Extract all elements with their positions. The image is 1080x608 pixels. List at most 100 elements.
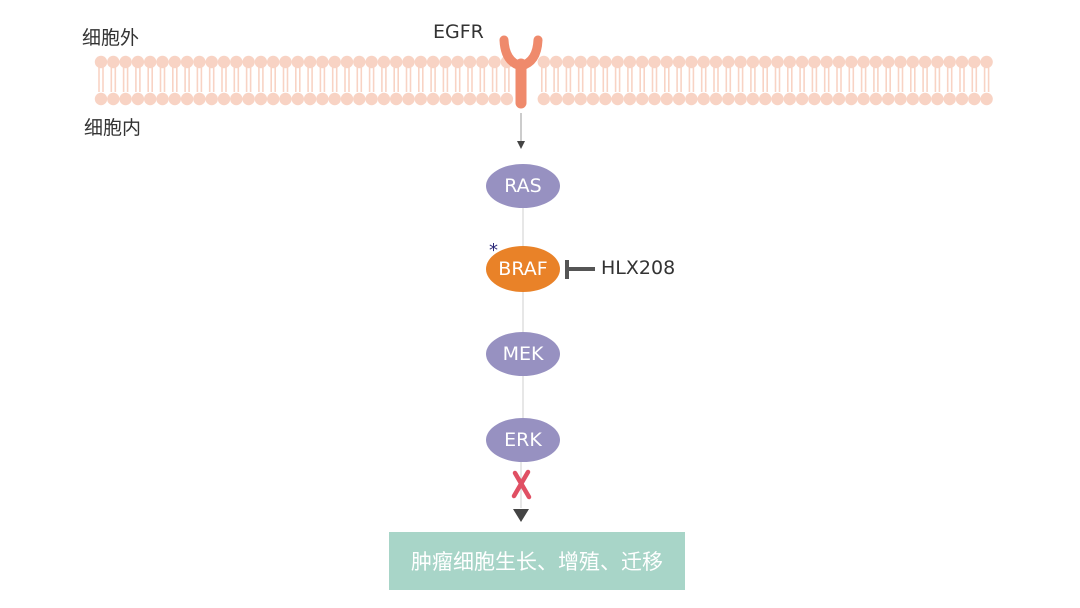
mek-label: MEK	[502, 343, 544, 365]
lipid-head	[599, 92, 612, 106]
lipid-head	[168, 92, 181, 106]
lipid-head	[156, 92, 169, 106]
lipid-head	[783, 55, 796, 69]
lipid-head	[623, 92, 637, 106]
inhibition-mark	[565, 260, 595, 279]
lipid-head	[414, 55, 427, 69]
lipid-head	[365, 92, 378, 106]
lipid-head	[316, 55, 329, 69]
lipid-head	[291, 55, 304, 69]
lipid-head	[119, 55, 132, 69]
lipid-head	[463, 92, 477, 106]
lipid-head	[869, 55, 883, 69]
lipid-head	[340, 92, 354, 106]
egfr-label: EGFR	[433, 21, 484, 43]
lipid-head	[623, 55, 637, 69]
lipid-head	[340, 55, 354, 69]
lipid-head	[611, 55, 624, 69]
lipid-head	[636, 92, 649, 106]
lipid-head	[869, 92, 883, 106]
lipid-head	[488, 55, 501, 69]
lipid-head	[439, 92, 452, 106]
lipid-head	[180, 92, 194, 106]
lipid-head	[217, 92, 231, 106]
lipid-head	[291, 92, 304, 106]
lipid-head	[980, 55, 993, 69]
lipid-head	[537, 55, 550, 69]
lipid-head	[648, 55, 661, 69]
lipid-head	[390, 92, 403, 106]
lipid-head	[955, 92, 969, 106]
pathway-connectors	[513, 113, 529, 522]
braf-node: BRAF	[486, 246, 560, 292]
lipid-head	[820, 92, 833, 106]
lipid-head	[771, 92, 784, 106]
lipid-head	[476, 55, 489, 69]
lipid-head	[402, 92, 415, 106]
intracellular-label: 细胞内	[84, 117, 142, 139]
lipid-head	[230, 55, 243, 69]
mek-node: MEK	[486, 332, 560, 376]
lipid-head	[353, 55, 366, 69]
lipid-head	[857, 55, 870, 69]
lipid-head	[562, 55, 575, 69]
lipid-head	[709, 55, 723, 69]
lipid-head	[586, 92, 600, 106]
lipid-head	[660, 55, 673, 69]
erk-node: ERK	[486, 418, 560, 462]
hlx208-label: HLX208	[601, 257, 676, 279]
lipid-head	[955, 55, 969, 69]
lipid-head	[180, 55, 194, 69]
lipid-head	[882, 55, 895, 69]
lipid-head	[242, 92, 255, 106]
lipid-head	[783, 92, 796, 106]
lipid-head	[722, 55, 735, 69]
lipid-head	[94, 55, 108, 69]
lipid-head	[857, 92, 870, 106]
lipid-head	[746, 55, 760, 69]
lipid-head	[549, 55, 563, 69]
lipid-head	[303, 55, 317, 69]
lipid-head	[131, 55, 145, 69]
lipid-head	[402, 55, 415, 69]
outcome-box: 肿瘤细胞生长、增殖、迁移	[389, 532, 685, 590]
lipid-head	[328, 55, 341, 69]
lipid-head	[980, 92, 993, 106]
lipid-head	[279, 55, 292, 69]
lipid-head	[390, 55, 403, 69]
lipid-head	[672, 92, 686, 106]
egfr-receptor	[499, 35, 543, 109]
lipid-head	[734, 92, 747, 106]
lipid-head	[968, 92, 981, 106]
lipid-head	[734, 55, 747, 69]
lipid-head	[353, 92, 366, 106]
lipid-head	[918, 92, 932, 106]
lipid-head	[537, 92, 550, 106]
lipid-head	[808, 55, 821, 69]
lipid-head	[451, 55, 464, 69]
lipid-head	[845, 92, 858, 106]
lipid-head	[426, 92, 440, 106]
lipid-head	[845, 55, 858, 69]
ras-node: RAS	[486, 164, 560, 208]
lipid-head	[906, 55, 919, 69]
block-stroke	[511, 469, 531, 499]
lipid-head	[119, 92, 132, 106]
lipid-head	[377, 55, 391, 69]
lipid-head	[193, 55, 206, 69]
lipid-head	[968, 55, 981, 69]
lipid-head	[808, 92, 821, 106]
lipid-head	[759, 55, 772, 69]
lipid-head	[107, 55, 120, 69]
lipid-head	[685, 55, 698, 69]
lipid-head	[709, 92, 723, 106]
lipid-head	[414, 92, 427, 106]
lipid-head	[377, 92, 391, 106]
braf-mutation-star: *	[489, 240, 498, 261]
lipid-head	[611, 92, 624, 106]
extracellular-label: 细胞外	[82, 27, 140, 49]
lipid-head	[131, 92, 145, 106]
lipid-head	[931, 55, 944, 69]
lipid-head	[697, 55, 710, 69]
lipid-head	[906, 92, 919, 106]
